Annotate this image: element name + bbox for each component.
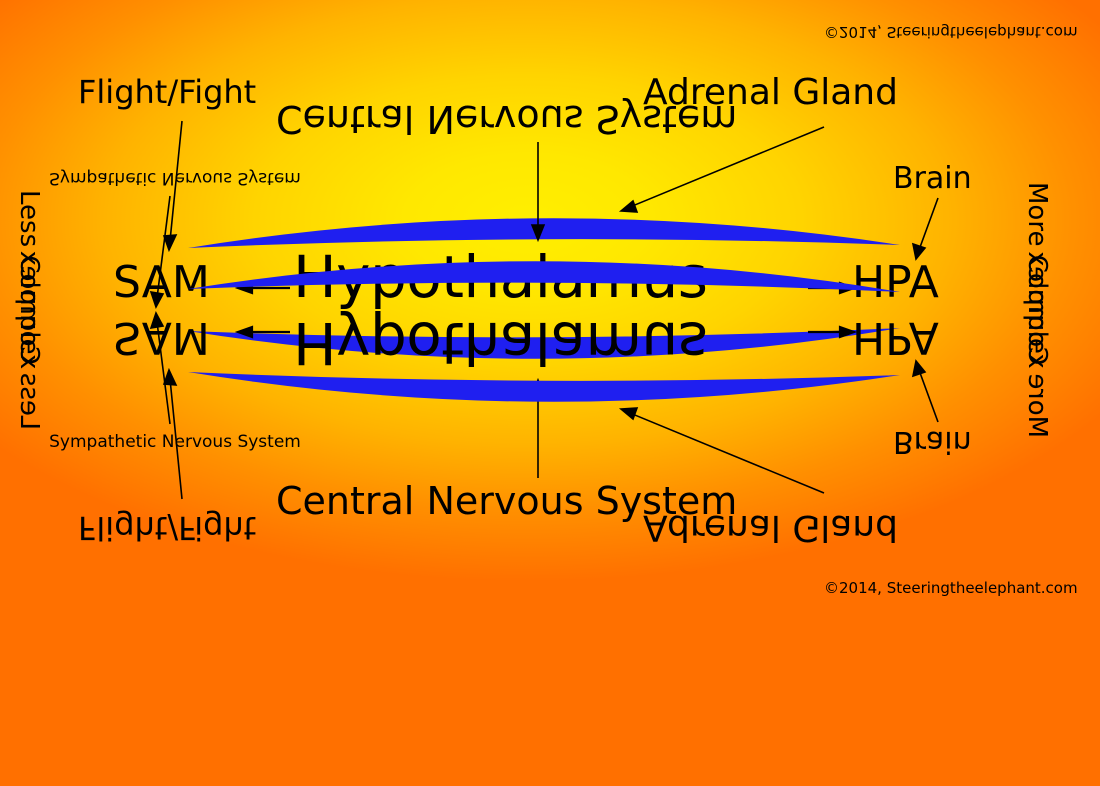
label-sympathetic-nervous-system-reflection: Sympathetic Nervous System: [49, 168, 301, 188]
leader-line-flight-fight-icon-reflection: [162, 367, 183, 500]
label-brain-reflection: Brain: [893, 424, 972, 459]
label-adrenal-gland: Adrenal Gland: [643, 72, 898, 113]
axis-label-more-complex-reflection: More Complex: [1022, 251, 1052, 438]
leader-line-sns-icon-reflection: [149, 195, 171, 310]
leader-line-cns-icon-reflection: [530, 142, 546, 243]
copyright-notice-reflection: ©2014, Steeringtheelephant.com: [824, 23, 1078, 41]
node-hpa-reflection: HPA: [852, 312, 939, 363]
arrow-to-hpa-icon-reflection: [808, 325, 858, 339]
copyright-notice: ©2014, Steeringtheelephant.com: [824, 579, 1078, 597]
arrow-to-sam-icon-reflection: [234, 325, 290, 339]
node-sam-reflection: SAM: [113, 312, 210, 363]
label-flight-fight-reflection: Flight/Fight: [78, 509, 257, 547]
label-brain: Brain: [893, 161, 972, 196]
leader-line-brain-icon-reflection: [911, 359, 939, 423]
leader-line-adrenal-icon-reflection: [618, 407, 825, 494]
label-flight-fight: Flight/Fight: [78, 73, 257, 111]
diagram-composition-reflection: Hypothalamus SAM HPA Flight/Fight Adrena…: [14, 23, 1078, 548]
node-hypothalamus-reflection: Hypothalamus: [293, 309, 708, 377]
label-adrenal-gland-reflection: Adrenal Gland: [643, 507, 898, 548]
brain-shape-bottom-icon-reflection: [188, 261, 900, 292]
label-central-nervous-system-reflection: Central Nervous System: [276, 97, 738, 141]
axis-label-less-complex-reflection: Less Complex: [14, 250, 44, 430]
